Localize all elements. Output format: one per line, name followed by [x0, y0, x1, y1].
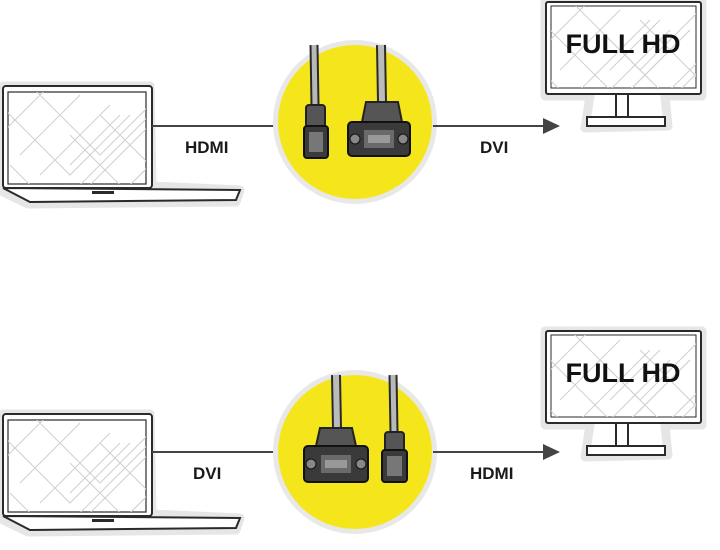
hdmi-connector-icon	[303, 44, 329, 159]
hdmi-connector-icon	[381, 374, 408, 483]
monitor-icon: FULL HD	[540, 326, 707, 462]
target-label: HDMI	[470, 464, 513, 483]
monitor-screen-text: FULL HD	[566, 358, 681, 388]
dvi-connector-icon	[303, 374, 369, 483]
laptop-icon	[0, 409, 245, 537]
source-label: DVI	[193, 464, 221, 483]
row-1: HDMI DVI	[0, 0, 707, 209]
row-2: DVI HDMI	[0, 326, 707, 537]
laptop-icon	[0, 81, 245, 209]
source-label: HDMI	[185, 138, 228, 157]
monitor-icon: FULL HD	[540, 0, 707, 133]
target-label: DVI	[480, 138, 508, 157]
dvi-connector-icon	[347, 44, 411, 157]
monitor-screen-text: FULL HD	[566, 29, 681, 59]
